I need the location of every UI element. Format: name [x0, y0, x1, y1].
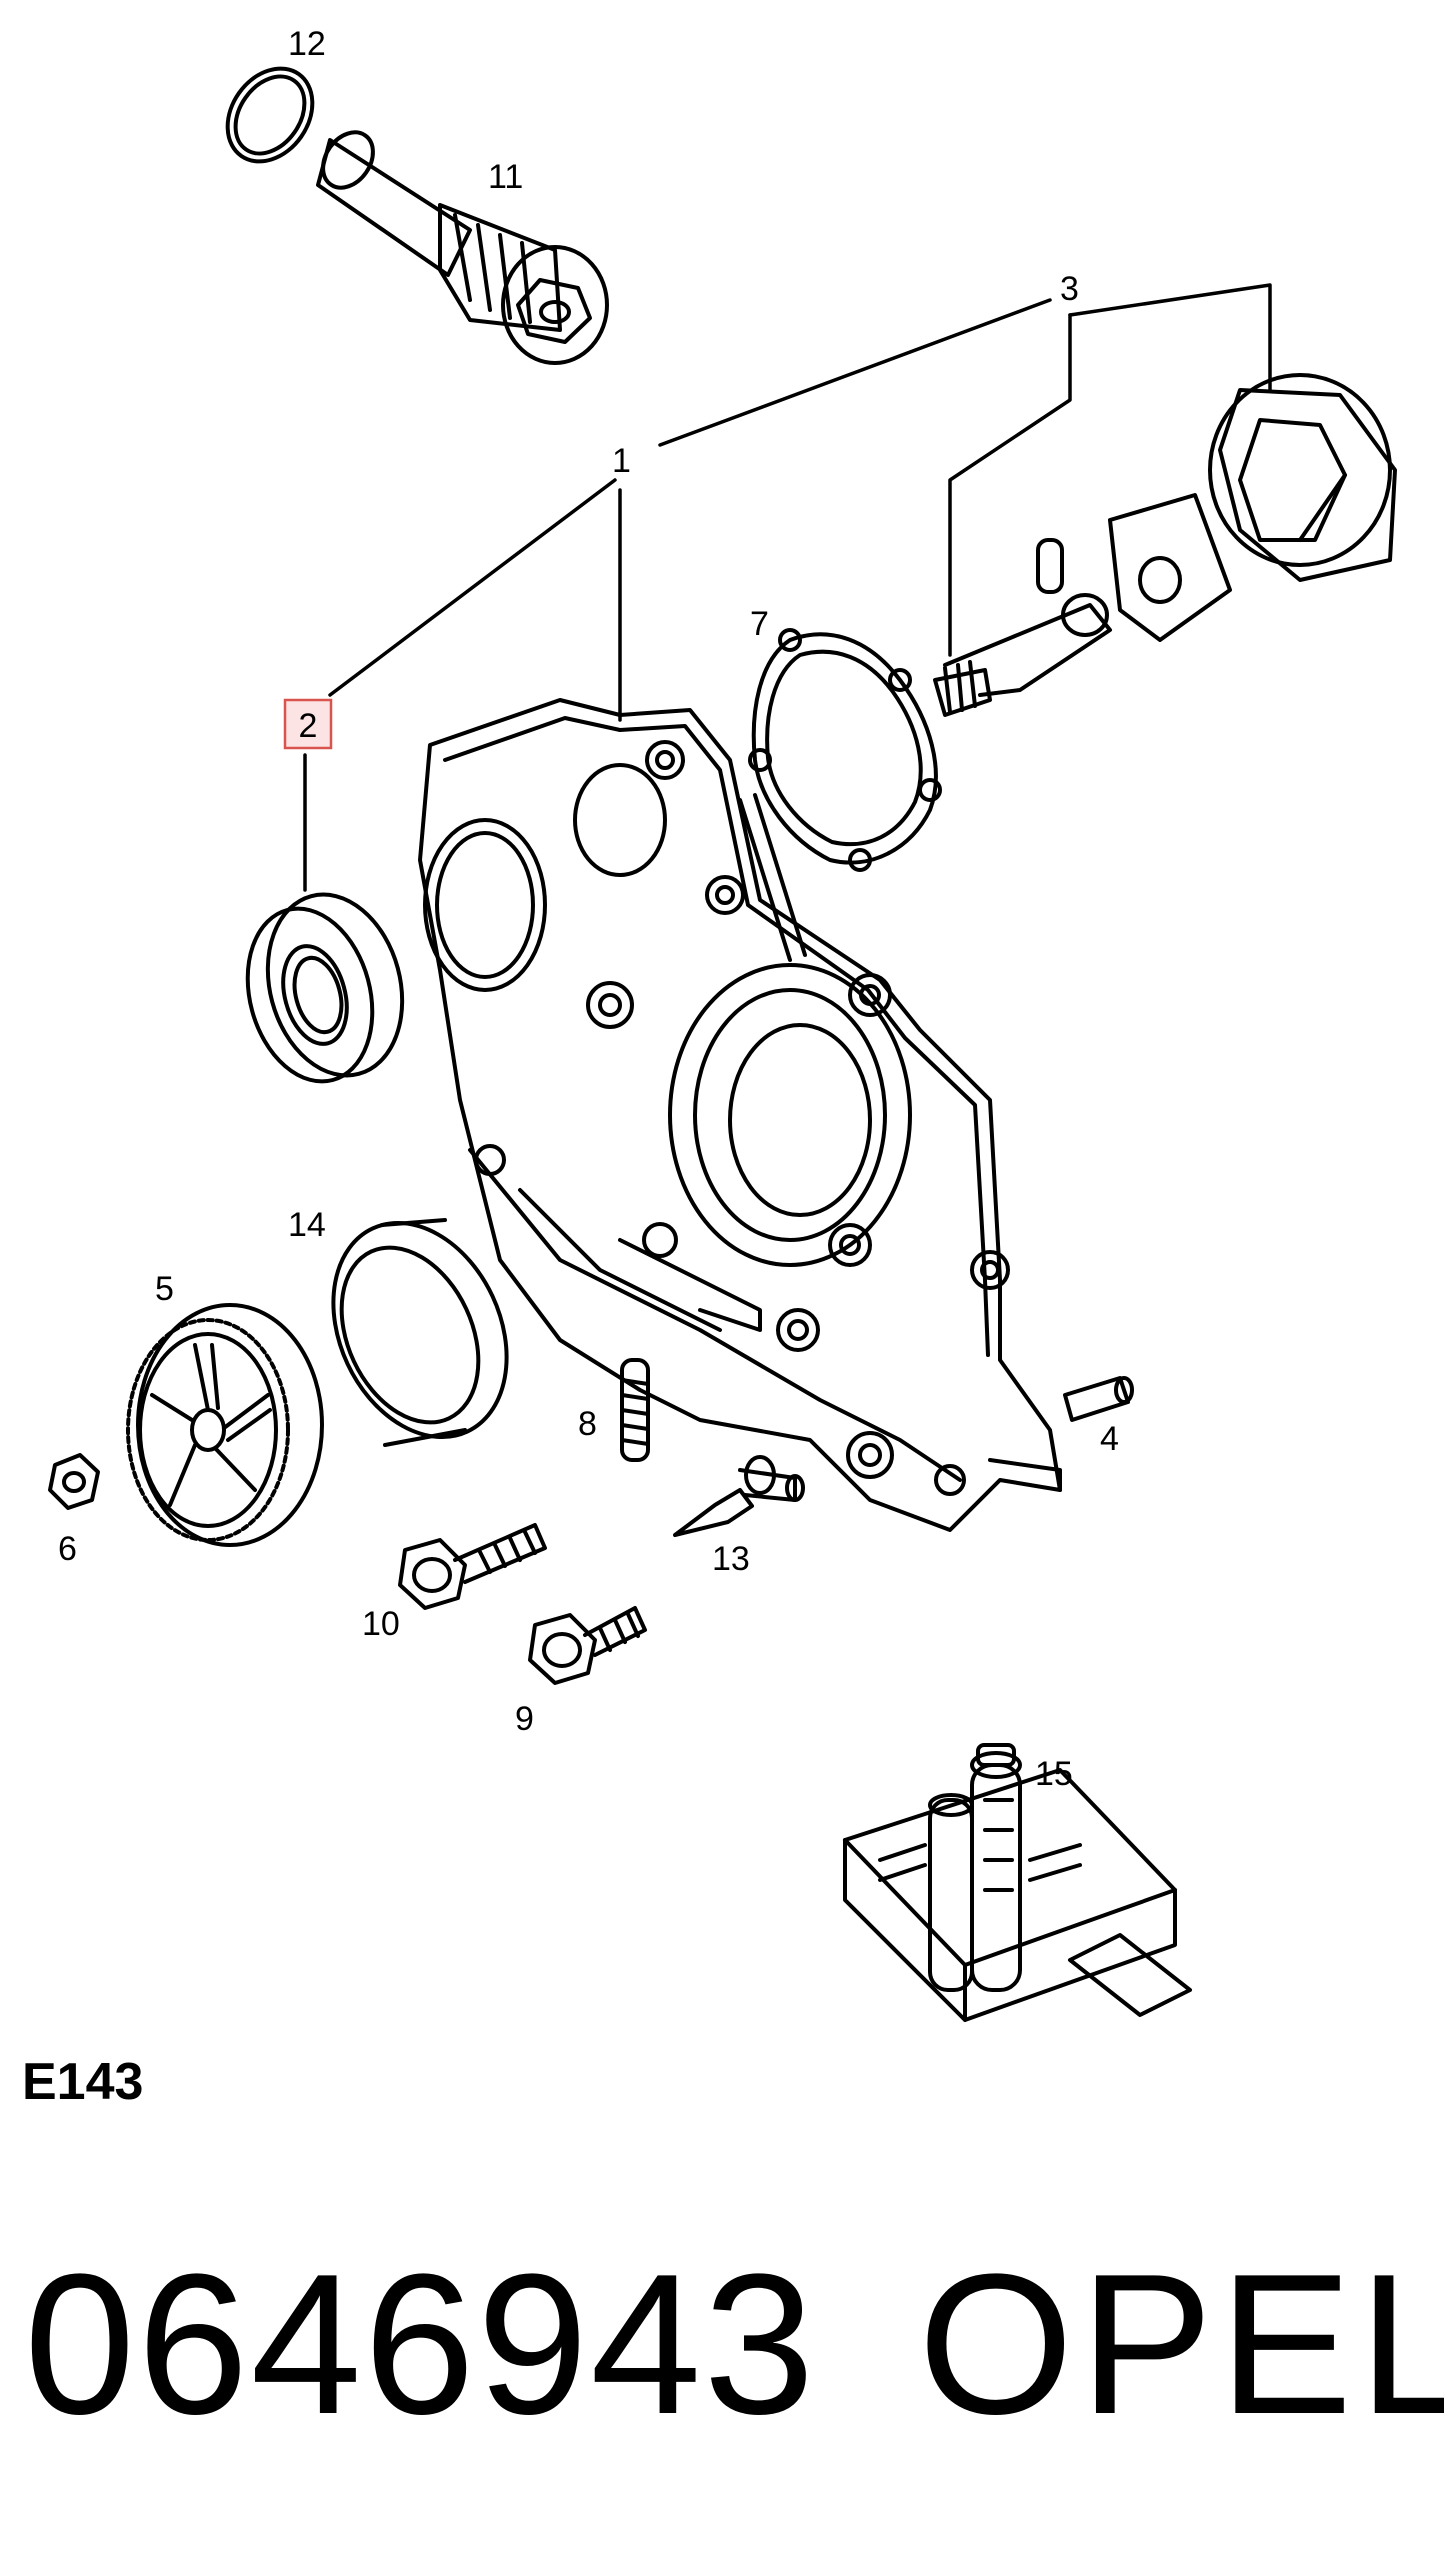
callout-15: 15	[1035, 1755, 1073, 1793]
part-11-valve-plunger	[316, 130, 609, 365]
part-14-large-seal	[331, 1218, 509, 1447]
callout-13: 13	[712, 1540, 750, 1578]
callout-11: 11	[488, 158, 523, 196]
part-10-bolt	[398, 1523, 547, 1610]
callout-labels: 12 11 3 1 7 2 14 5 8 4 6 13 10 9 15	[58, 25, 1119, 1793]
part-2-seal-ring	[245, 892, 405, 1084]
part-8-stud	[620, 1358, 650, 1462]
callout-7: 7	[750, 605, 769, 643]
callout-12: 12	[288, 25, 326, 63]
part-7-gasket	[748, 628, 942, 872]
part-number: 0646943	[24, 2233, 817, 2456]
brand-name: OPEL	[918, 2233, 1444, 2456]
part-13-pin	[673, 1455, 805, 1537]
callout-2-highlight: 2	[283, 698, 333, 750]
callout-10: 10	[362, 1605, 400, 1643]
part-6-nut	[48, 1453, 100, 1510]
leader-lines	[303, 283, 1272, 892]
callout-6: 6	[58, 1530, 77, 1568]
part-9-bolt	[528, 1606, 647, 1685]
part-1-front-cover	[418, 698, 1062, 1532]
callout-14: 14	[288, 1206, 326, 1244]
callout-8: 8	[578, 1405, 597, 1443]
part-12-o-ring	[225, 66, 315, 164]
callout-2: 2	[299, 707, 318, 745]
callout-9: 9	[515, 1700, 534, 1738]
part-4-dowel	[1063, 1376, 1134, 1422]
part-5-gear	[126, 1303, 324, 1547]
callout-3: 3	[1060, 270, 1079, 308]
callout-4: 4	[1100, 1420, 1119, 1458]
part-3-pump-assembly	[933, 373, 1397, 717]
callout-5: 5	[155, 1270, 174, 1308]
part-15-sealant-kit	[843, 1743, 1192, 2022]
callout-1: 1	[612, 442, 631, 480]
diagram-code: E143	[22, 2053, 144, 2111]
